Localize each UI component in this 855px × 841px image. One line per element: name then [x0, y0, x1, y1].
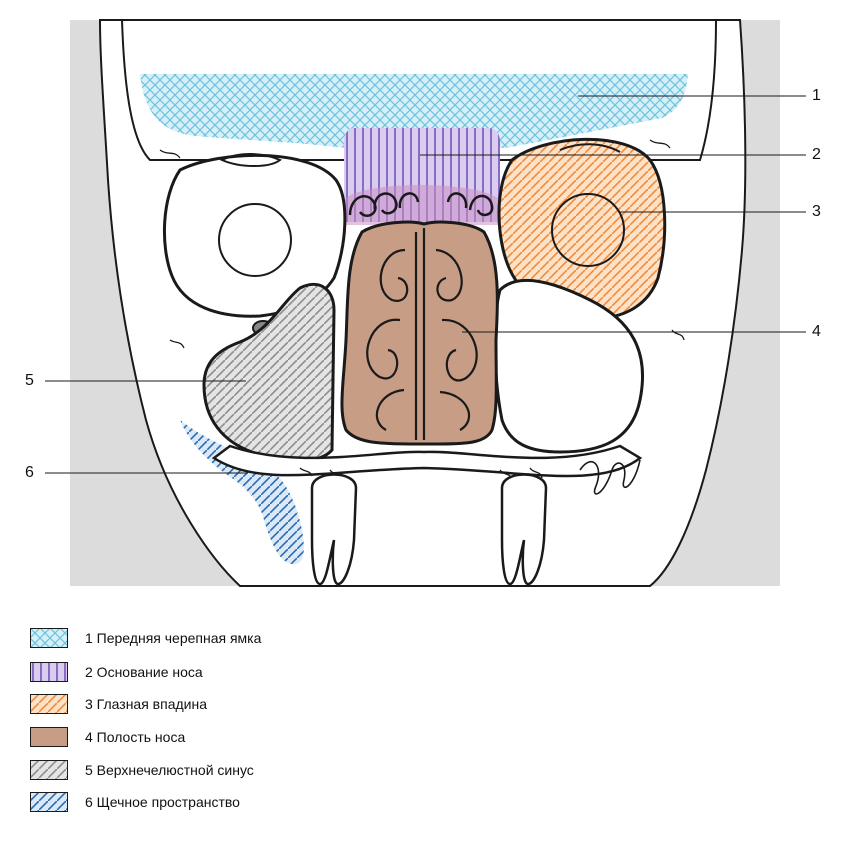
- blue-diagonal-swatch-icon: [30, 792, 68, 812]
- ethmoid-scrolls: [348, 192, 494, 217]
- buccal-space-region: [180, 420, 304, 565]
- callout-3: 3: [812, 203, 821, 220]
- left-orbit-muscle: [219, 153, 282, 167]
- legend-label: 4 Полость носа: [85, 729, 186, 745]
- legend-item: 2 Основание носа: [30, 662, 430, 684]
- right-maxillary-sinus: [493, 278, 645, 454]
- left-molar-tooth: [310, 473, 358, 586]
- legend-item: 3 Глазная впадина: [30, 694, 430, 716]
- legend-label: 2 Основание носа: [85, 664, 203, 680]
- legend-item: 1 Передняя черепная ямка: [30, 628, 430, 650]
- legend-label: 3 Глазная впадина: [85, 696, 207, 712]
- solid-brown-swatch-icon: [30, 727, 68, 747]
- callout-5: 5: [25, 372, 34, 389]
- nasal-turbinates: [366, 228, 478, 440]
- ethmoid-cells: [344, 185, 500, 225]
- right-molar-tooth: [500, 473, 548, 586]
- right-orbit-muscle: [559, 143, 621, 153]
- nasal-cavity-region: [340, 220, 499, 446]
- callout-4: 4: [812, 323, 821, 340]
- skull-coronal-section-diagram: [45, 19, 806, 587]
- crosshatch-swatch-icon: [30, 628, 68, 648]
- legend-item: 5 Верхнечелюстной синус: [30, 760, 430, 782]
- legend-item: 4 Полость носа: [30, 727, 430, 749]
- orbit-region: [497, 137, 667, 320]
- callout-1: 1: [812, 87, 821, 104]
- orange-diagonal-swatch-icon: [30, 694, 68, 714]
- legend-label: 1 Передняя черепная ямка: [85, 630, 262, 646]
- gray-diagonal-swatch-icon: [30, 760, 68, 780]
- legend-label: 6 Щечное пространство: [85, 794, 240, 810]
- left-optic-nerve: [218, 203, 292, 277]
- artist-signature: [579, 459, 641, 495]
- legend-item: 6 Щечное пространство: [30, 792, 430, 814]
- right-optic-nerve: [551, 193, 625, 267]
- legend-label: 5 Верхнечелюстной синус: [85, 762, 254, 778]
- vertical-lines-swatch-icon: [30, 662, 68, 682]
- callout-2: 2: [812, 146, 821, 163]
- hard-palate: [211, 444, 643, 478]
- anterior-cranial-fossa-region: [140, 74, 688, 148]
- callout-6: 6: [25, 464, 34, 481]
- skull-inner-wall: [121, 19, 717, 161]
- maxillary-sinus-region: [202, 282, 336, 463]
